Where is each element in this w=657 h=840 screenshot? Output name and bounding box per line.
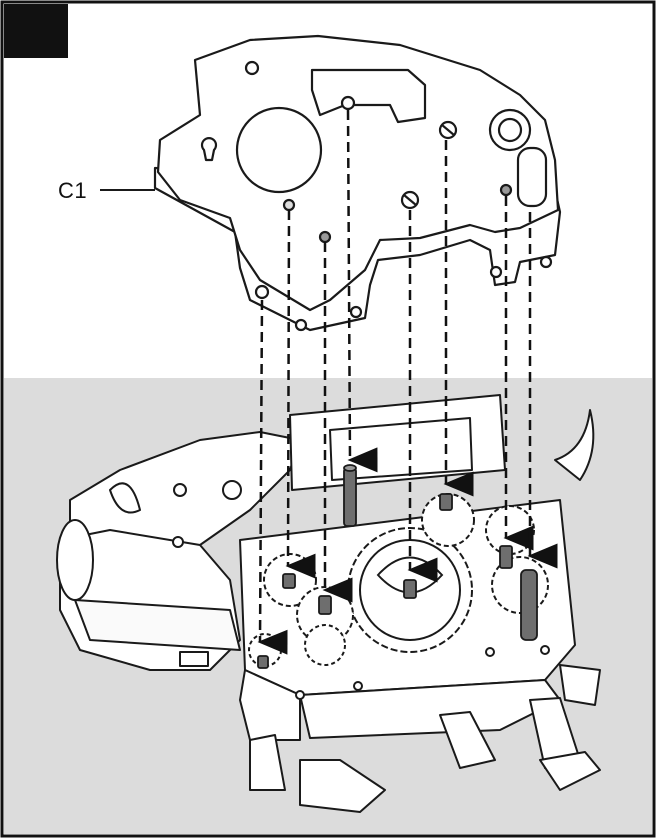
step-marker-icon xyxy=(4,4,68,58)
assembly-arrows xyxy=(257,109,558,655)
down-arrow-icon xyxy=(257,299,288,655)
down-arrow-icon xyxy=(346,109,378,473)
callout-label-c1: C1 xyxy=(58,178,88,203)
cover-part-c1 xyxy=(153,34,562,332)
down-arrow-icon xyxy=(285,209,316,579)
